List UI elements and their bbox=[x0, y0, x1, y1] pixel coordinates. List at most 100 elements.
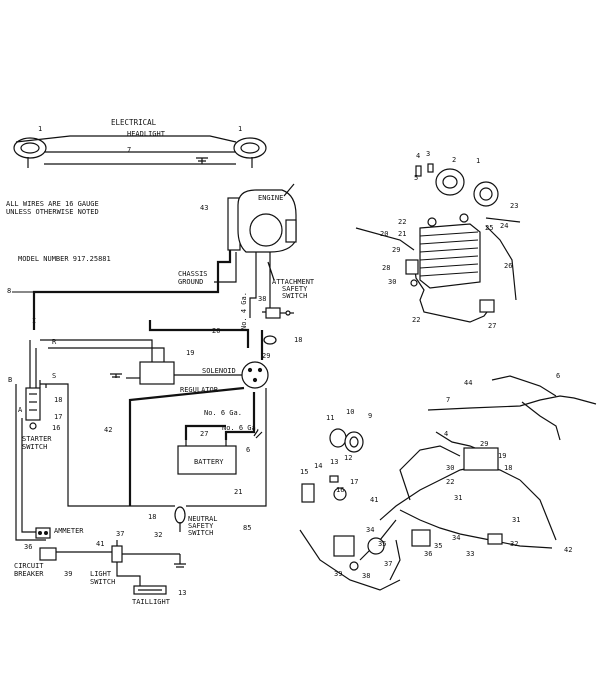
exploded-cable-26 bbox=[485, 225, 517, 301]
callout-B: B bbox=[8, 376, 12, 384]
callout-35: 35 bbox=[434, 542, 442, 550]
model-number: MODEL NUMBER 917.25881 bbox=[18, 255, 111, 263]
label-no6ga-b: No. 6 Ga. bbox=[222, 424, 260, 432]
callout-3: 3 bbox=[426, 150, 430, 158]
label-neutral-switch-3: SWITCH bbox=[188, 529, 213, 537]
callout-10: 10 bbox=[346, 408, 354, 416]
headlight-left bbox=[13, 137, 47, 168]
wire-main-top bbox=[32, 250, 232, 330]
callout-29: 29 bbox=[480, 440, 488, 448]
exploded-switches bbox=[301, 447, 503, 571]
wire-20 bbox=[148, 320, 250, 348]
callout-41: 41 bbox=[96, 540, 104, 548]
callout-18: 18 bbox=[148, 513, 156, 521]
callout-20: 20 bbox=[380, 230, 388, 238]
callout-37: 37 bbox=[384, 560, 392, 568]
label-ammeter: AMMETER bbox=[54, 527, 84, 535]
wire-sol-neutral bbox=[186, 388, 267, 507]
callout-11: 11 bbox=[326, 414, 334, 422]
callout-4: 4 bbox=[444, 430, 448, 438]
callout-27: 27 bbox=[488, 322, 496, 330]
label-no4ga: No. 4 Ga. bbox=[240, 292, 248, 330]
label-no6ga-a: No. 6 Ga. bbox=[204, 409, 242, 417]
label-starter-switch: STARTER bbox=[22, 435, 52, 443]
callout-35: 35 bbox=[378, 540, 386, 548]
neutral-safety-switch bbox=[174, 506, 186, 532]
callout-I: I bbox=[32, 317, 36, 325]
ground-symbol bbox=[122, 553, 186, 568]
label-neutral-switch-2: SAFETY bbox=[188, 522, 214, 530]
callout-14: 14 bbox=[314, 462, 322, 470]
label-battery: BATTERY bbox=[194, 458, 224, 466]
callout-19: 19 bbox=[186, 349, 194, 357]
wire-42 bbox=[128, 386, 245, 506]
starter-switch bbox=[25, 387, 41, 430]
callout-4: 4 bbox=[416, 152, 420, 160]
callout-37: 37 bbox=[116, 530, 124, 538]
battery bbox=[177, 440, 237, 475]
ground-symbol bbox=[110, 373, 122, 378]
note-wire-gauge: ALL WIRES ARE 16 GAUGE bbox=[6, 200, 99, 208]
headlight-leader bbox=[15, 135, 237, 143]
callout-31: 31 bbox=[454, 494, 462, 502]
label-chassis-ground-2: GROUND bbox=[178, 278, 203, 286]
light-switch bbox=[111, 540, 123, 563]
callout-36: 36 bbox=[24, 543, 32, 551]
callout-30: 30 bbox=[446, 464, 454, 472]
wire-b bbox=[15, 384, 46, 541]
callout-27: 27 bbox=[200, 430, 208, 438]
label-chassis-ground: CHASSIS bbox=[178, 270, 208, 278]
taillight bbox=[133, 585, 167, 595]
callout-6: 6 bbox=[246, 446, 250, 454]
callout-15: 15 bbox=[300, 468, 308, 476]
callout-38: 38 bbox=[362, 572, 370, 580]
headlight-right bbox=[233, 137, 267, 168]
exploded-harness bbox=[299, 375, 597, 591]
wire-taillight bbox=[116, 562, 141, 588]
callout-38: 38 bbox=[258, 295, 266, 303]
exploded-ammeter bbox=[329, 428, 364, 453]
callout-28: 28 bbox=[382, 264, 390, 272]
label-solenoid: SOLENOID bbox=[202, 367, 236, 375]
callout-S: S bbox=[52, 372, 56, 380]
callout-22: 22 bbox=[398, 218, 406, 226]
callout-22: 22 bbox=[412, 316, 420, 324]
solenoid bbox=[241, 361, 269, 389]
callout-13: 13 bbox=[178, 589, 186, 597]
label-headlight: HEADLIGHT bbox=[127, 130, 166, 138]
callout-39: 39 bbox=[334, 570, 342, 578]
note-wire-gauge-2: UNLESS OTHERWISE NOTED bbox=[6, 208, 99, 216]
wire-regulator-r bbox=[48, 347, 165, 362]
callout-24: 24 bbox=[500, 222, 508, 230]
callout-42: 42 bbox=[104, 426, 112, 434]
label-attachment-switch-2: SAFETY bbox=[282, 285, 308, 293]
label-light-switch-2: SWITCH bbox=[90, 578, 115, 586]
wire-chassis bbox=[214, 252, 237, 283]
label-circuit-breaker: CIRCUIT bbox=[14, 562, 44, 570]
connector-18 bbox=[263, 335, 277, 345]
wire-regulator-i bbox=[40, 339, 153, 362]
exploded-bolt-30 bbox=[410, 279, 418, 287]
callout-18: 18 bbox=[504, 464, 512, 472]
regulator bbox=[126, 361, 175, 385]
wire-battery bbox=[184, 392, 256, 440]
callout-44: 44 bbox=[464, 379, 472, 387]
label-starter-switch-2: SWITCH bbox=[22, 443, 47, 451]
callout-34: 34 bbox=[366, 526, 374, 534]
callout-23: 23 bbox=[510, 202, 518, 210]
circuit-breaker bbox=[39, 547, 57, 561]
ground-symbol bbox=[196, 157, 208, 164]
exploded-cable-27 bbox=[413, 261, 491, 323]
callout-29: 29 bbox=[262, 352, 270, 360]
callout-7: 7 bbox=[446, 396, 450, 404]
callout-18: 18 bbox=[54, 396, 62, 404]
callout-30: 30 bbox=[388, 278, 396, 286]
attachment-safety-switch bbox=[265, 307, 294, 319]
callout-21: 21 bbox=[398, 230, 406, 238]
wire-engine-down bbox=[249, 252, 257, 318]
callout-34: 34 bbox=[452, 534, 460, 542]
label-attachment-switch: ATTACHMENT bbox=[272, 278, 315, 286]
callout-16: 16 bbox=[52, 424, 60, 432]
callout-1: 1 bbox=[476, 157, 480, 165]
